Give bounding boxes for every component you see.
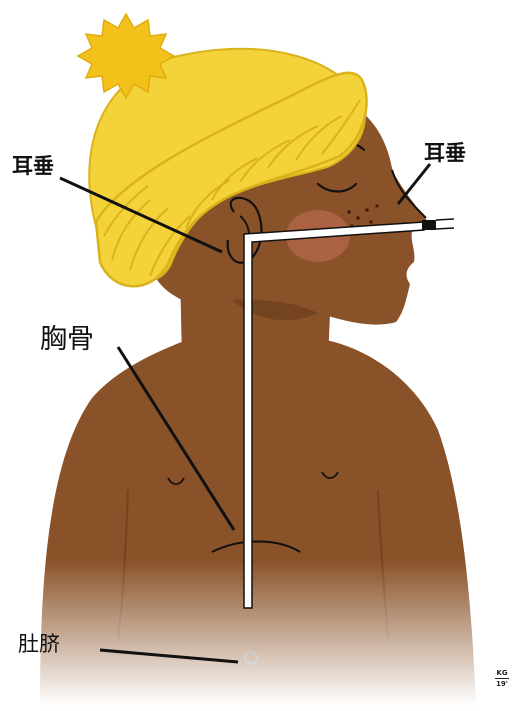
artist-signature: KG 19' [494,669,510,688]
label-sternum: 胸骨 [40,317,94,356]
tube-end [436,219,454,229]
nose-leader-line [398,164,430,204]
label-earlobe: 耳垂 [12,150,54,180]
signature-initials: KG [496,669,507,677]
label-navel: 肚脐 [18,628,60,658]
signature-year: 19' [496,680,508,688]
bottom-fade [0,560,515,706]
label-nose-tip: 耳垂 [424,137,466,167]
tube-tip [422,220,436,230]
